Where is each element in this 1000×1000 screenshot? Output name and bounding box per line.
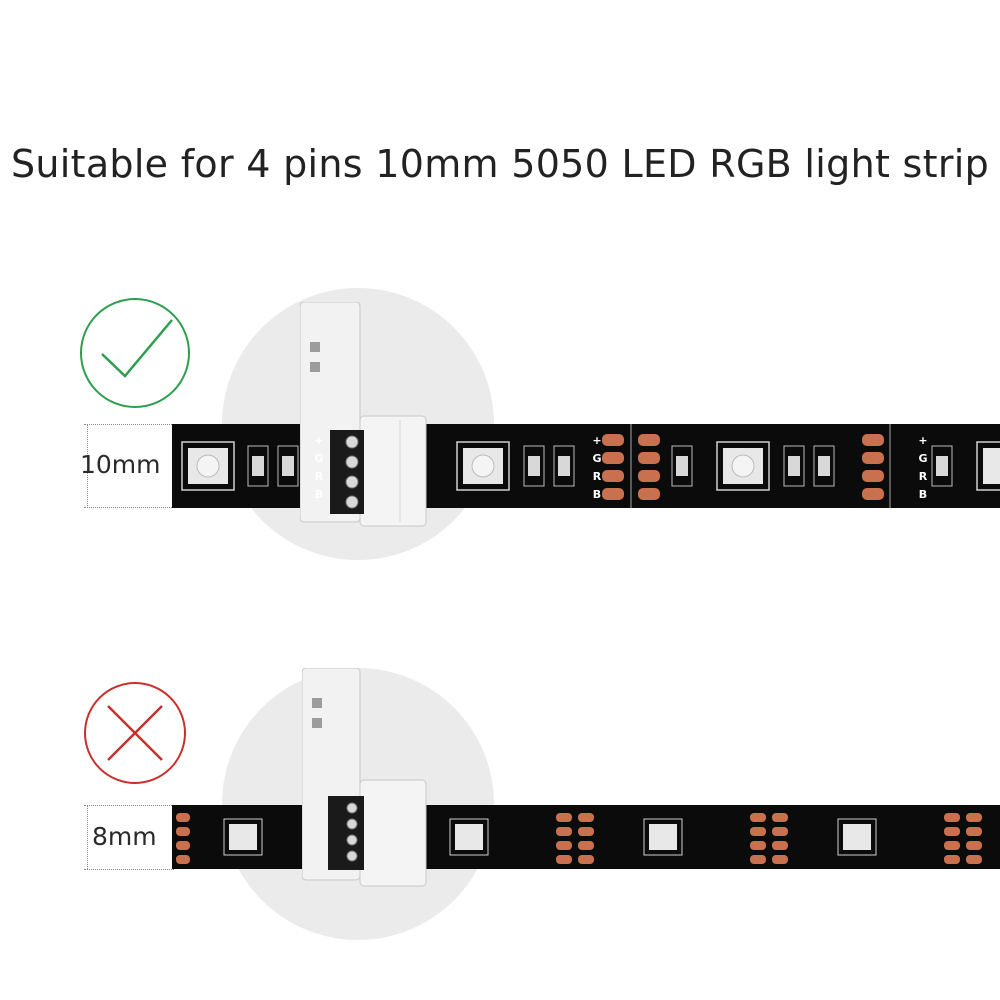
pad-label-plus: + xyxy=(592,434,602,447)
pad-label-g: G xyxy=(592,452,602,465)
bottom-led-strip xyxy=(172,805,1000,869)
top-copper-pads xyxy=(602,424,660,508)
pad-label-plus: + xyxy=(918,434,928,447)
check-icon xyxy=(80,298,190,408)
top-pad-labels-2: + G R B xyxy=(916,432,930,504)
pad-label-r: R xyxy=(314,470,324,483)
cross-icon xyxy=(84,682,186,784)
pad-label-g: G xyxy=(314,452,324,465)
top-resistor-pair xyxy=(931,445,953,487)
bottom-copper-pads xyxy=(750,813,788,864)
pad-label-r: R xyxy=(918,470,928,483)
pad-label-b: B xyxy=(918,488,928,501)
bottom-dim-line-bottom xyxy=(84,869,174,870)
bottom-connector-clip xyxy=(302,668,427,887)
page-title: Suitable for 4 pins 10mm 5050 LED RGB li… xyxy=(10,142,990,186)
pad-label-g: G xyxy=(918,452,928,465)
pad-label-b: B xyxy=(592,488,602,501)
top-led-5050 xyxy=(456,441,510,491)
bottom-copper-pads xyxy=(176,813,190,864)
bottom-led-5050 xyxy=(643,818,683,856)
top-connector-clip xyxy=(300,302,427,527)
bottom-copper-pads xyxy=(556,813,594,864)
top-dim-line-bottom xyxy=(84,507,174,508)
pad-label-r: R xyxy=(592,470,602,483)
bottom-led-5050 xyxy=(837,818,877,856)
top-led-5050 xyxy=(716,441,770,491)
top-pad-labels-1: + G R B xyxy=(590,432,604,504)
bottom-led-5050 xyxy=(449,818,489,856)
bottom-led-5050 xyxy=(223,818,263,856)
bottom-dim-line-top xyxy=(84,805,174,806)
top-led-strip xyxy=(172,424,1000,508)
top-led-5050 xyxy=(181,441,235,491)
pad-label-b: B xyxy=(314,488,324,501)
top-dim-line-vertical xyxy=(87,424,88,508)
top-dim-line-top xyxy=(84,424,174,425)
bottom-copper-pads xyxy=(944,813,982,864)
top-led-5050 xyxy=(976,441,1000,491)
top-resistor-pair xyxy=(523,445,575,487)
top-size-label: 10mm xyxy=(80,450,161,479)
top-resistor-pair xyxy=(247,445,299,487)
top-copper-pads xyxy=(862,424,891,508)
bottom-size-label: 8mm xyxy=(92,822,157,851)
pad-label-plus: + xyxy=(314,434,324,447)
top-resistor-pair xyxy=(671,445,693,487)
top-resistor-pair xyxy=(783,445,835,487)
top-connector-pad-labels: + G R B xyxy=(312,432,326,504)
bottom-dim-line-vertical xyxy=(87,805,88,869)
